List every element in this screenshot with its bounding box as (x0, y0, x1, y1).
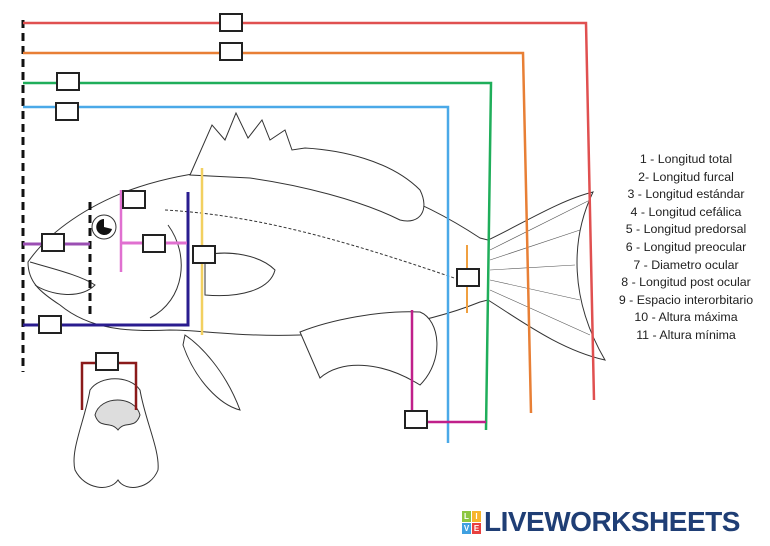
legend-item: 11 - Altura mínima (636, 327, 736, 342)
legend-item: 9 - Espacio interorbitario (618, 292, 754, 307)
legend-item: 8 - Longitud post ocular (621, 275, 751, 290)
logo-text: LIVEWORKSHEETS (484, 506, 740, 537)
answer-box-predorsal[interactable] (55, 102, 79, 121)
fish-body-outline (27, 167, 489, 336)
line-longitud-furcal (23, 51, 533, 414)
legend-item: 7 - Diametro ocular (633, 257, 739, 272)
badge-letter: V (462, 522, 471, 534)
live-badge-icon: L I V E (462, 510, 481, 534)
line-longitud-cefalica (23, 192, 190, 327)
answer-box-interorbitario[interactable] (95, 352, 119, 371)
dorsal-fin (189, 111, 425, 222)
answer-box-altura-maxima[interactable] (192, 245, 216, 264)
legend-item: 1 - Longitud total (639, 152, 733, 166)
answer-box-diametro[interactable] (122, 190, 146, 209)
answer-box-postocular[interactable] (142, 234, 166, 253)
legend-item: 10 - Altura máxima (634, 310, 738, 325)
answer-box-estandar[interactable] (56, 72, 80, 91)
legend-item: 5 - Longitud predorsal (625, 222, 747, 237)
answer-box-furcal[interactable] (219, 42, 243, 61)
fish-pupil (96, 219, 112, 235)
answer-box-anal[interactable] (404, 410, 428, 429)
badge-letter: I (472, 510, 481, 522)
badge-letter: E (472, 522, 481, 534)
legend-item: 4 - Longitud cefálica (630, 204, 742, 219)
gill-cover (149, 224, 182, 319)
answer-box-cefalica[interactable] (38, 315, 62, 334)
tail-fin (487, 191, 607, 361)
liveworksheets-logo: L I V E LIVEWORKSHEETS (462, 506, 740, 538)
anal-fin (299, 311, 438, 386)
badge-letter: L (462, 510, 471, 522)
tail-rays (489, 199, 591, 336)
legend-item: 3 - Longitud estándar (627, 187, 745, 202)
legend-item: 6 - Longitud preocular (625, 239, 747, 254)
mouth (29, 261, 96, 295)
lateral-line (164, 209, 461, 281)
fish-drawing (27, 111, 607, 411)
line-longitud-total (23, 21, 596, 401)
answer-box-altura-minima[interactable] (456, 268, 480, 287)
answer-box-preocular[interactable] (41, 233, 65, 252)
line-longitud-predorsal (23, 105, 450, 443)
line-longitud-estandar (23, 81, 493, 431)
legend-item: 2- Longitud furcal (638, 169, 734, 184)
pectoral-fin (204, 252, 276, 297)
pelvic-fin (182, 334, 241, 411)
head-front-view (73, 378, 159, 488)
answer-box-total[interactable] (219, 13, 243, 32)
legend: 1 - Longitud total 2- Longitud furcal 3 … (600, 151, 770, 345)
